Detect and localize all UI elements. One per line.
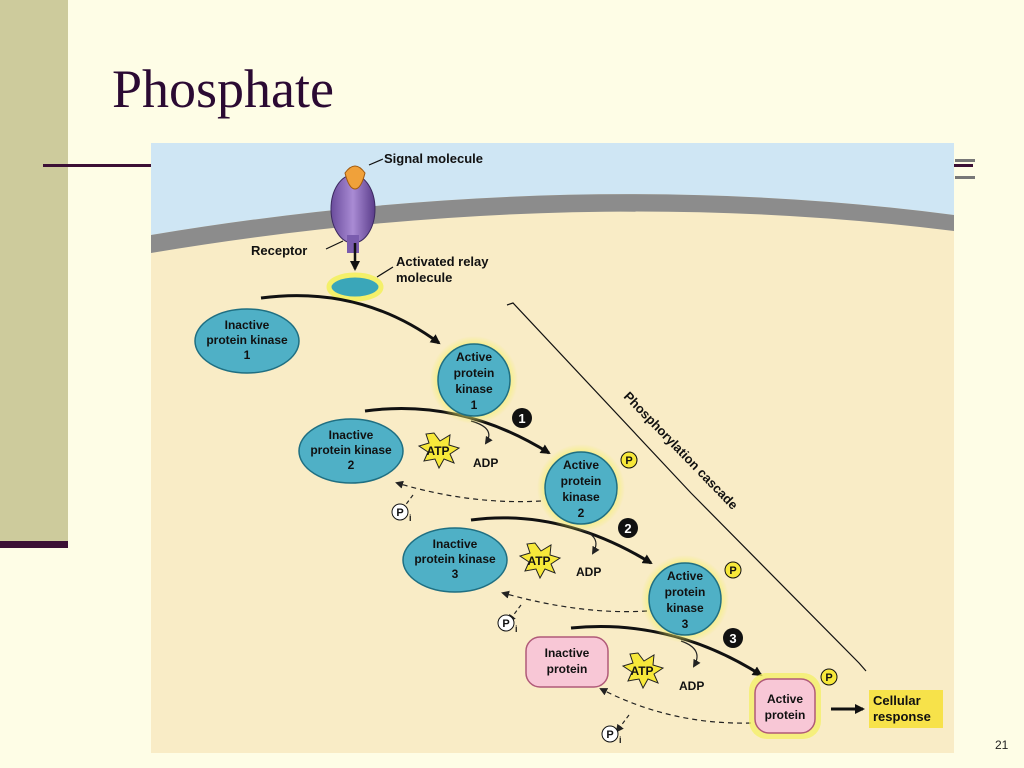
cellular-response-line2: response [873, 709, 931, 724]
pi-subscript: i [515, 624, 518, 634]
signal-leader-line [368, 158, 384, 166]
label-line: Inactive [329, 428, 374, 442]
atp-label: ATP [527, 554, 550, 568]
divider-accent-top [955, 159, 975, 162]
label-line: protein [454, 366, 495, 380]
inactive-kinase-2: Inactive protein kinase 2 [298, 418, 404, 484]
step-1-badge: 1 [512, 408, 532, 428]
label-line: 2 [578, 506, 585, 520]
pi-label: P [396, 507, 403, 519]
atp-label: ATP [630, 664, 653, 678]
label-line: 2 [348, 458, 355, 472]
label-line: kinase [666, 601, 704, 615]
inactive-protein: Inactive protein [525, 636, 609, 688]
cellular-response-box [869, 690, 943, 728]
step-number: 2 [624, 521, 631, 536]
inorganic-phosphate-1: P i [391, 503, 412, 523]
label-line: Active [767, 692, 803, 706]
page-number: 21 [995, 738, 1009, 752]
phosphate-badge-3: P [724, 561, 742, 579]
active-kinase-2: Active protein kinase 2 [537, 444, 625, 532]
adp-label-1: ADP [473, 456, 498, 470]
step-number: 3 [729, 631, 736, 646]
label-line: 3 [682, 617, 689, 631]
atp-label: ATP [426, 444, 449, 458]
dephosphorylation-arrow-3 [599, 688, 752, 724]
label-line: protein kinase [310, 443, 392, 457]
cascade-bracket [506, 302, 867, 672]
label-line: protein [547, 662, 588, 676]
phosphate-badge-protein: P [820, 668, 838, 686]
inorganic-phosphate-3: P i [601, 725, 622, 745]
phosphate-label: P [825, 672, 832, 684]
dephosphorylation-arrow-1 [395, 480, 542, 503]
label-line: protein [665, 585, 706, 599]
active-kinase-1: Active protein kinase 1 [430, 336, 518, 424]
activation-arrow-1 [260, 294, 441, 345]
step-number: 1 [518, 411, 525, 426]
signal-molecule-label: Signal molecule [384, 151, 483, 166]
label-line: protein kinase [414, 552, 496, 566]
step-3-badge: 3 [723, 628, 743, 648]
dephosphorylation-arrow-2 [501, 590, 648, 613]
sidebar-accent-bar [0, 541, 68, 548]
adp-label-2: ADP [576, 565, 601, 579]
relay-label-line1: Activated relay [396, 254, 489, 269]
atp-star-2: ATP [518, 542, 562, 580]
phosphate-label: P [729, 565, 736, 577]
atp-star-3: ATP [621, 652, 665, 690]
label-line: protein [765, 708, 806, 722]
pi-label: P [502, 618, 509, 630]
inactive-kinase-3: Inactive protein kinase 3 [402, 527, 508, 593]
label-line: 1 [471, 398, 478, 412]
label-line: Active [456, 350, 492, 364]
relay-molecule-icon [326, 272, 384, 302]
pi-subscript: i [409, 513, 412, 523]
step-2-badge: 2 [618, 518, 638, 538]
label-line: kinase [562, 490, 600, 504]
relay-leader-line [376, 266, 394, 278]
divider-accent-bottom [955, 176, 975, 179]
label-line: Inactive [433, 537, 478, 551]
phosphate-badge-2: P [620, 451, 638, 469]
active-kinase-3: Active protein kinase 3 [641, 555, 729, 643]
cellular-response-line1: Cellular [873, 693, 921, 708]
pi-label: P [606, 729, 613, 741]
receptor-label: Receptor [251, 243, 307, 258]
relay-label-line2: molecule [396, 270, 452, 285]
active-protein: Active protein [749, 673, 821, 739]
sidebar-panel [0, 0, 68, 545]
pi-arrow-3 [615, 714, 630, 733]
label-line: Inactive [225, 318, 270, 332]
adp-label-3: ADP [679, 679, 704, 693]
signal-molecule-icon [344, 165, 366, 190]
label-line: Inactive [545, 646, 590, 660]
extracellular-region [151, 143, 954, 235]
inorganic-phosphate-2: P i [497, 614, 518, 634]
label-line: protein kinase [206, 333, 288, 347]
label-line: 1 [244, 348, 251, 362]
page-title: Phosphate [112, 59, 334, 119]
inactive-kinase-1: Inactive protein kinase 1 [194, 308, 300, 374]
receptor-leader-line [325, 240, 344, 250]
phosphate-label: P [625, 455, 632, 467]
label-line: protein [561, 474, 602, 488]
pi-subscript: i [619, 735, 622, 745]
label-line: kinase [455, 382, 493, 396]
label-line: 3 [452, 567, 459, 581]
phosphorylation-diagram: Signal molecule Receptor Activated relay… [151, 143, 954, 753]
atp-star-1: ATP [417, 432, 461, 470]
label-line: Active [667, 569, 703, 583]
label-line: Active [563, 458, 599, 472]
